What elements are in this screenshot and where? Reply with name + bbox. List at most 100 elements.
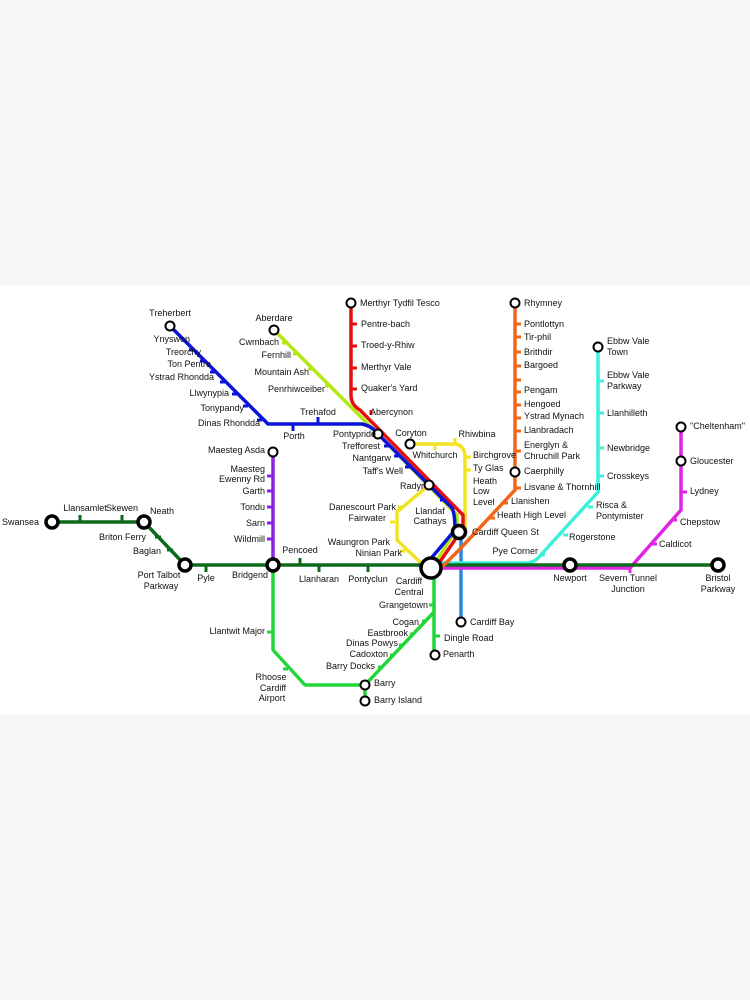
station-label: Level <box>473 497 495 507</box>
station-marker[interactable] <box>455 616 467 628</box>
station-label: Birchgrove <box>473 450 516 460</box>
station-interchange[interactable] <box>265 557 281 573</box>
line-aberdare <box>272 328 459 567</box>
station-label: Central <box>394 587 423 597</box>
station-label: Bristol <box>705 573 730 583</box>
station-marker[interactable] <box>429 649 441 661</box>
station-label: Baglan <box>133 546 161 556</box>
line-gloucester <box>429 425 683 570</box>
station-label: Maesteg Asda <box>208 445 265 455</box>
station-label: Ebbw Vale <box>607 336 649 346</box>
station-label: Barry Docks <box>326 661 376 671</box>
station-label: Pontyclun <box>348 574 388 584</box>
station-label: Trefforest <box>342 441 381 451</box>
station-label: Barry Island <box>374 695 422 705</box>
station-marker[interactable] <box>345 297 357 309</box>
station-marker[interactable] <box>675 421 687 433</box>
station-label: Hengoed <box>524 399 561 409</box>
station-ticks <box>78 322 687 671</box>
station-label: Crosskeys <box>607 471 650 481</box>
station-label: Tir-phil <box>524 332 551 342</box>
station-label: Low <box>473 486 490 496</box>
station-label: Pencoed <box>282 545 318 555</box>
station-label: Aberdare <box>255 313 292 323</box>
station-markers <box>44 297 726 707</box>
station-label: Llwynypia <box>189 388 229 398</box>
station-label: Pyle <box>197 573 215 583</box>
station-label: Whitchurch <box>412 450 457 460</box>
cardiff-central-hub[interactable] <box>419 556 443 580</box>
station-label: Fairwater <box>348 513 386 523</box>
station-marker[interactable] <box>372 428 384 440</box>
station-label: Bargoed <box>524 360 558 370</box>
station-marker[interactable] <box>423 479 435 491</box>
map-background <box>0 285 750 715</box>
station-label: Chruchill Park <box>524 451 581 461</box>
station-marker[interactable] <box>359 695 371 707</box>
station-interchange[interactable] <box>177 557 193 573</box>
station-marker[interactable] <box>509 297 521 309</box>
line-rhondda <box>168 324 457 564</box>
station-marker[interactable] <box>164 320 176 332</box>
station-label: Garth <box>242 486 265 496</box>
station-label: Rhoose <box>255 672 286 682</box>
station-label: Ty Glas <box>473 463 504 473</box>
station-label: Barry <box>374 678 396 688</box>
station-label: Chepstow <box>680 517 721 527</box>
station-marker[interactable] <box>267 446 279 458</box>
station-marker[interactable] <box>509 466 521 478</box>
station-label: "Cheltenham" <box>690 421 745 431</box>
station-marker[interactable] <box>404 438 416 450</box>
line-ebbw-vale <box>429 345 600 565</box>
station-label: Parkway <box>701 584 736 594</box>
station-interchange[interactable] <box>450 523 468 541</box>
station-label: Lydney <box>690 486 719 496</box>
station-label: Cardiff <box>396 576 423 586</box>
line-mainline <box>50 520 720 567</box>
station-label: Llantwit Major <box>209 626 265 636</box>
station-interchange[interactable] <box>136 514 152 530</box>
station-label: Gloucester <box>690 456 734 466</box>
station-label: Penarth <box>443 649 475 659</box>
station-label: Llansamlet <box>63 503 107 513</box>
station-label: Rhymney <box>524 298 563 308</box>
station-label: Bridgend <box>232 570 268 580</box>
station-label: Llanharan <box>299 574 339 584</box>
station-marker[interactable] <box>359 679 371 691</box>
station-label: Llanhilleth <box>607 408 648 418</box>
station-label: Pentre-bach <box>361 319 410 329</box>
station-label: Rogerstone <box>569 532 616 542</box>
station-interchange[interactable] <box>710 557 726 573</box>
station-label: Eastbrook <box>367 628 408 638</box>
station-label: Dinas Rhondda <box>198 418 260 428</box>
station-label: Newport <box>553 573 587 583</box>
station-label: Abercynon <box>370 407 413 417</box>
station-marker[interactable] <box>268 324 280 336</box>
station-label: Heath High Level <box>497 510 566 520</box>
station-label: Ton Pentre <box>167 359 211 369</box>
station-interchange[interactable] <box>44 514 60 530</box>
station-label: Wildmill <box>234 534 265 544</box>
station-label: Airport <box>259 693 286 703</box>
station-label: Ystrad Mynach <box>524 411 584 421</box>
station-label: Troed-y-Rhiw <box>361 340 415 350</box>
station-labels: Treherbert Ynyswen Treorchy Ton Pentre Y… <box>2 298 745 705</box>
station-label: Parkway <box>144 581 179 591</box>
station-label: Skewen <box>106 503 138 513</box>
station-interchange[interactable] <box>562 557 578 573</box>
station-label: Llandaf <box>415 506 445 516</box>
station-label: Pontypridd <box>333 429 376 439</box>
station-label: Tondu <box>240 502 265 512</box>
station-label: Energlyn & <box>524 440 568 450</box>
station-marker[interactable] <box>592 341 604 353</box>
station-marker[interactable] <box>675 455 687 467</box>
station-label: Trehafod <box>300 407 336 417</box>
station-label: Dinas Powys <box>346 638 399 648</box>
station-label: Merthyr Vale <box>361 362 411 372</box>
station-label: Llanbradach <box>524 425 574 435</box>
station-label: Ewenny Rd <box>219 474 265 484</box>
station-label: Quaker's Yard <box>361 383 417 393</box>
station-label: Rhiwbina <box>458 429 495 439</box>
station-label: Briton Ferry <box>99 532 147 542</box>
station-label: Caerphilly <box>524 466 565 476</box>
